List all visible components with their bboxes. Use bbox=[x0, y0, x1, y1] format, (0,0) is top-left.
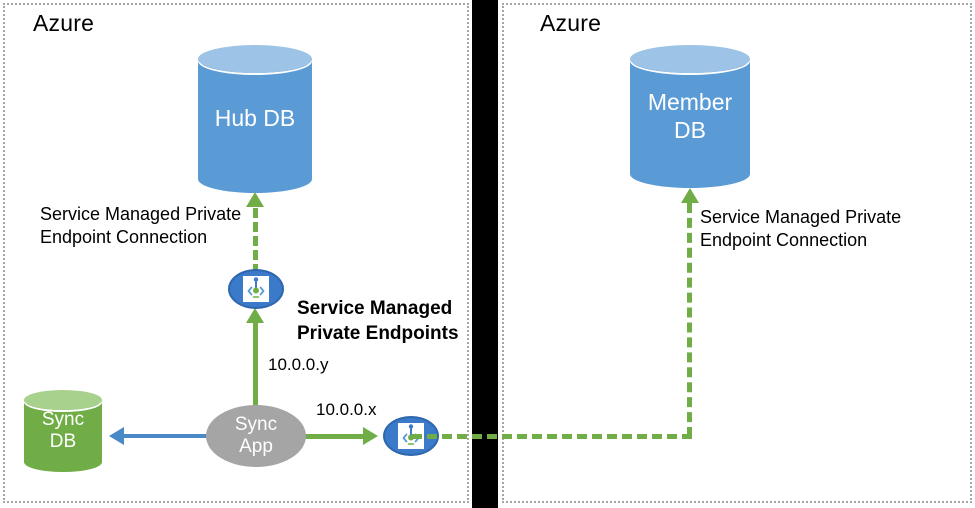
ip-label-member: 10.0.0.x bbox=[316, 400, 377, 419]
hub-db-top bbox=[198, 45, 312, 73]
private-endpoint-hub[interactable] bbox=[228, 269, 284, 309]
network-boundary-divider bbox=[472, 0, 498, 508]
connector-sync-app-to-endpoint-hub bbox=[253, 322, 258, 422]
endpoints-title-line1: Service Managed bbox=[297, 298, 453, 319]
member-db-label-line2: DB bbox=[674, 116, 706, 143]
hub-db-label-line1: Hub DB bbox=[214, 105, 296, 132]
right-connection-line1: Service Managed Private bbox=[700, 207, 902, 227]
panel-right-title: Azure bbox=[540, 10, 602, 36]
arrowhead-to-member-db bbox=[681, 188, 699, 203]
ip-label-hub: 10.0.0.y bbox=[268, 355, 329, 374]
endpoints-title-line2: Private Endpoints bbox=[297, 322, 459, 344]
sync-db-label-line1: Sync bbox=[41, 408, 85, 430]
sync-app-label-line1: Sync bbox=[234, 414, 278, 436]
right-connection-caption: Service Managed Private Endpoint Connect… bbox=[700, 206, 930, 252]
left-connection-caption: Service Managed Private Endpoint Connect… bbox=[40, 203, 255, 249]
hub-db-node[interactable]: Hub DB bbox=[198, 45, 312, 193]
left-connection-line2: Endpoint Connection bbox=[40, 227, 208, 248]
hub-db-body bbox=[198, 59, 312, 179]
sync-db-label-line2: DB bbox=[49, 431, 77, 452]
arrowhead-to-hub-db bbox=[246, 192, 264, 207]
sync-db-top bbox=[24, 390, 102, 410]
member-db-body bbox=[630, 59, 750, 174]
member-db-top bbox=[630, 45, 750, 73]
sync-db-label: Sync DB bbox=[24, 390, 102, 472]
connector-endpoint-member-to-member-db bbox=[687, 203, 692, 437]
arrowhead-to-endpoint-hub bbox=[246, 308, 264, 323]
connector-sync-app-to-sync-db bbox=[124, 434, 212, 438]
sync-db-node[interactable]: Sync DB bbox=[24, 390, 102, 472]
right-connection-line2: Endpoint Connection bbox=[700, 230, 868, 251]
sync-app-label-line2: App bbox=[239, 436, 273, 457]
hub-db-label: Hub DB bbox=[198, 45, 312, 193]
panel-left-title: Azure bbox=[33, 10, 95, 36]
private-endpoint-icon bbox=[243, 276, 269, 302]
sync-app-node[interactable]: Sync App bbox=[206, 405, 306, 467]
member-db-label: Member DB bbox=[630, 45, 750, 188]
left-connection-line1: Service Managed Private bbox=[40, 204, 242, 224]
connector-endpoint-to-hub-db bbox=[253, 208, 258, 274]
arrowhead-to-endpoint-member bbox=[363, 427, 378, 445]
connector-endpoint-member-horizontal bbox=[412, 434, 692, 439]
member-db-node[interactable]: Member DB bbox=[630, 45, 750, 188]
endpoints-title: Service Managed Private Endpoints bbox=[297, 297, 477, 346]
arrowhead-to-sync-db bbox=[109, 427, 124, 445]
connector-sync-app-to-endpoint-member bbox=[304, 434, 366, 439]
member-db-label-line1: Member bbox=[647, 89, 733, 116]
